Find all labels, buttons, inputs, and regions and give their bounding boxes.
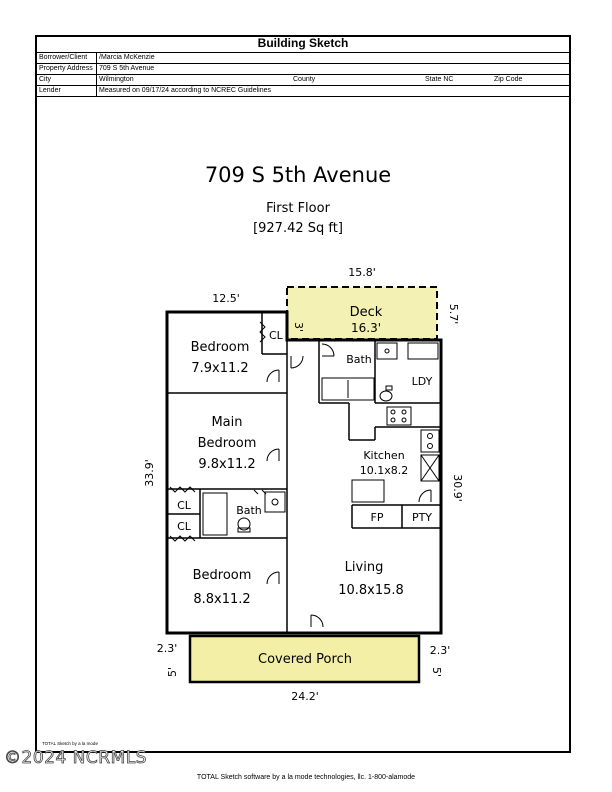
bath-mid-label: Bath: [236, 504, 262, 517]
fp-label: FP: [371, 511, 384, 524]
cl-2-label: CL: [177, 520, 192, 533]
door-swings: [169, 321, 432, 628]
kitchen-size: 10.1x8.2: [360, 464, 409, 477]
cl-top-label: CL: [269, 329, 284, 342]
header-row-city: City Wilmington County State NC Zip Code: [36, 74, 570, 86]
state-value: NC: [443, 76, 454, 83]
ldy-label: LDY: [412, 375, 433, 388]
covered-porch: [188, 634, 421, 684]
dim-porch-right-w: 2.3': [430, 644, 451, 657]
header-row-borrower: Borrower/Client /Marcia McKenzie: [36, 52, 570, 64]
footer-small-credit: TOTAL Sketch by a la mode: [42, 741, 98, 746]
plan-floor: First Floor: [266, 201, 330, 216]
deck-label: Deck: [350, 305, 383, 320]
bedroom1-size: 7.9x11.2: [191, 361, 248, 376]
lender-value: Measured on 09/17/24 according to NCREC …: [96, 85, 570, 97]
interior-walls: [167, 312, 441, 633]
bath-top-label: Bath: [346, 353, 372, 366]
pty-label: PTY: [412, 511, 432, 524]
bedroom2-label: Bedroom: [193, 568, 252, 583]
dim-right: 30.9': [451, 474, 464, 502]
kitchen-label: Kitchen: [363, 449, 404, 462]
main-bed-size: 9.8x11.2: [198, 457, 255, 472]
dim-deck-height: 5.7': [447, 304, 460, 325]
living-label: Living: [345, 560, 384, 575]
dim-top-left: 12.5': [212, 292, 240, 305]
building-outline: [165, 310, 443, 635]
header-title: Building Sketch: [257, 36, 349, 50]
porch-label: Covered Porch: [258, 652, 352, 667]
dim-porch-right-h: 5': [430, 667, 443, 677]
dim-left: 33.9': [143, 459, 156, 487]
page-frame: [35, 35, 571, 753]
cl-1-label: CL: [177, 499, 192, 512]
bedroom2-size: 8.8x11.2: [193, 592, 250, 607]
footer-software-credit: TOTAL Sketch software by a la mode techn…: [196, 774, 416, 781]
living-size: 10.8x15.8: [338, 583, 404, 598]
main-bed-label-1: Main: [211, 415, 242, 430]
fixtures: [202, 342, 440, 536]
deck-size: 16.3': [351, 321, 381, 335]
header-row-lender: Lender Measured on 09/17/24 according to…: [36, 85, 570, 97]
header-table: Borrower/Client /Marcia McKenzie Propert…: [36, 52, 570, 97]
lender-label: Lender: [36, 85, 97, 97]
dim-porch-left-w: 2.3': [157, 642, 178, 655]
main-bed-label-2: Bedroom: [198, 436, 257, 451]
dim-porch-left-h: 5': [166, 667, 179, 677]
plan-address: 709 S 5th Avenue: [205, 163, 391, 187]
state-label: State: [425, 76, 442, 83]
watermark: ©2024 NCRMLS: [4, 748, 147, 769]
dim-deck-width: 15.8': [348, 266, 376, 279]
bedroom1-label: Bedroom: [191, 340, 250, 355]
dim-deck-inner: 3': [292, 322, 305, 332]
plan-area: [927.42 Sq ft]: [253, 221, 343, 236]
dim-bottom: 24.2': [291, 690, 319, 703]
